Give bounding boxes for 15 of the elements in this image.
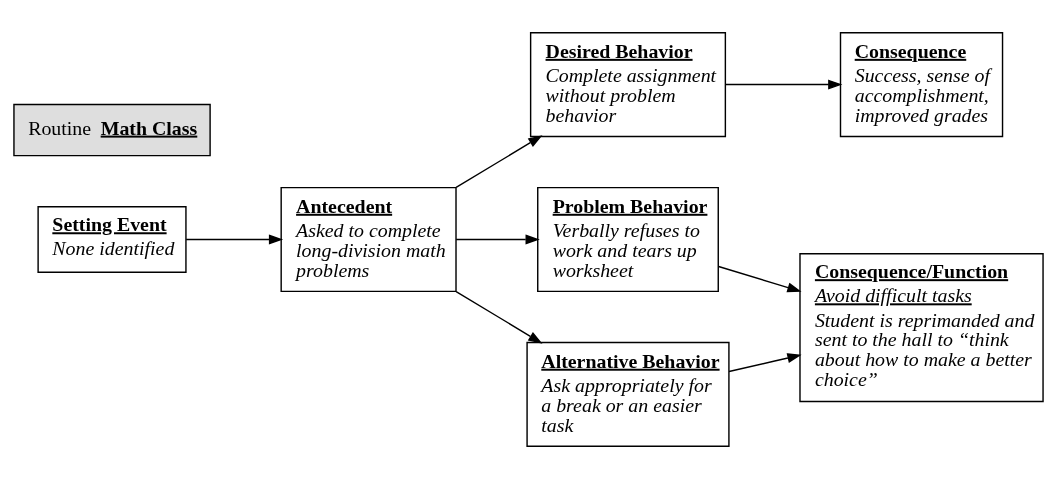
arrow (717, 265, 802, 293)
node-box: Routine Math Class (13, 103, 211, 157)
node-box: Antecedent Asked to complete long-division math problems (280, 186, 457, 293)
node-box: Desired Behavior Complete assignment without problem behavior (529, 31, 727, 138)
arrow (455, 290, 543, 344)
arrow (455, 135, 543, 189)
node-box: Setting Event None identified (37, 206, 187, 273)
node-box: Problem Behavior Verbally refuses to work and tears up worksheet (537, 186, 719, 293)
arrow (724, 79, 843, 90)
node-box: Consequence/Function Avoid difficult tasks Student is reprimanded and sent to the hall to “think about how to make a better choice” (799, 253, 1044, 403)
node-box: Consequence Success, sense of accomplishment, improved grades (839, 31, 1004, 138)
arrow (728, 353, 802, 373)
arrow (455, 234, 540, 245)
node-box: Alternative Behavior Ask appropriately for a break or an easier task (526, 341, 730, 447)
arrow (185, 234, 284, 245)
